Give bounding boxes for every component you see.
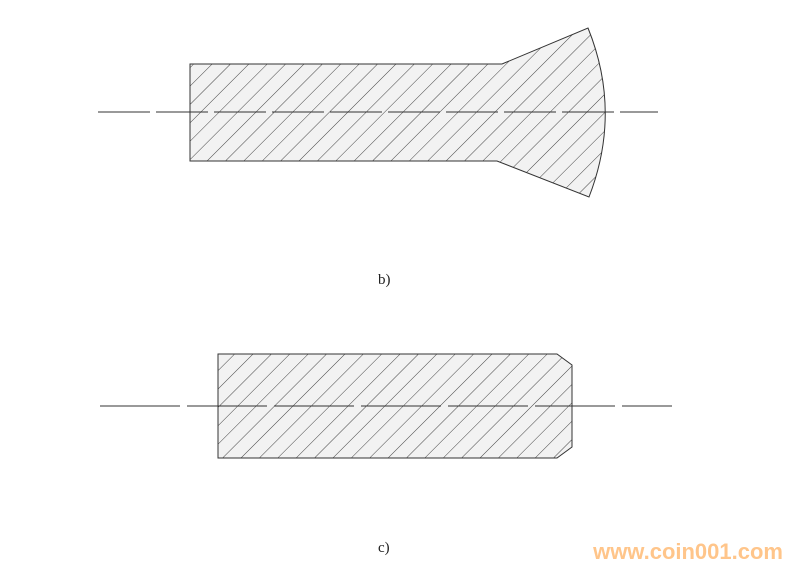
figure-c-label: c): [378, 540, 390, 556]
figure-b-flared-part: [98, 27, 658, 198]
watermark: www.coin001.com: [593, 539, 783, 564]
figure-b-label: b): [378, 272, 391, 288]
figure-c-chamfered-part: [100, 353, 672, 459]
